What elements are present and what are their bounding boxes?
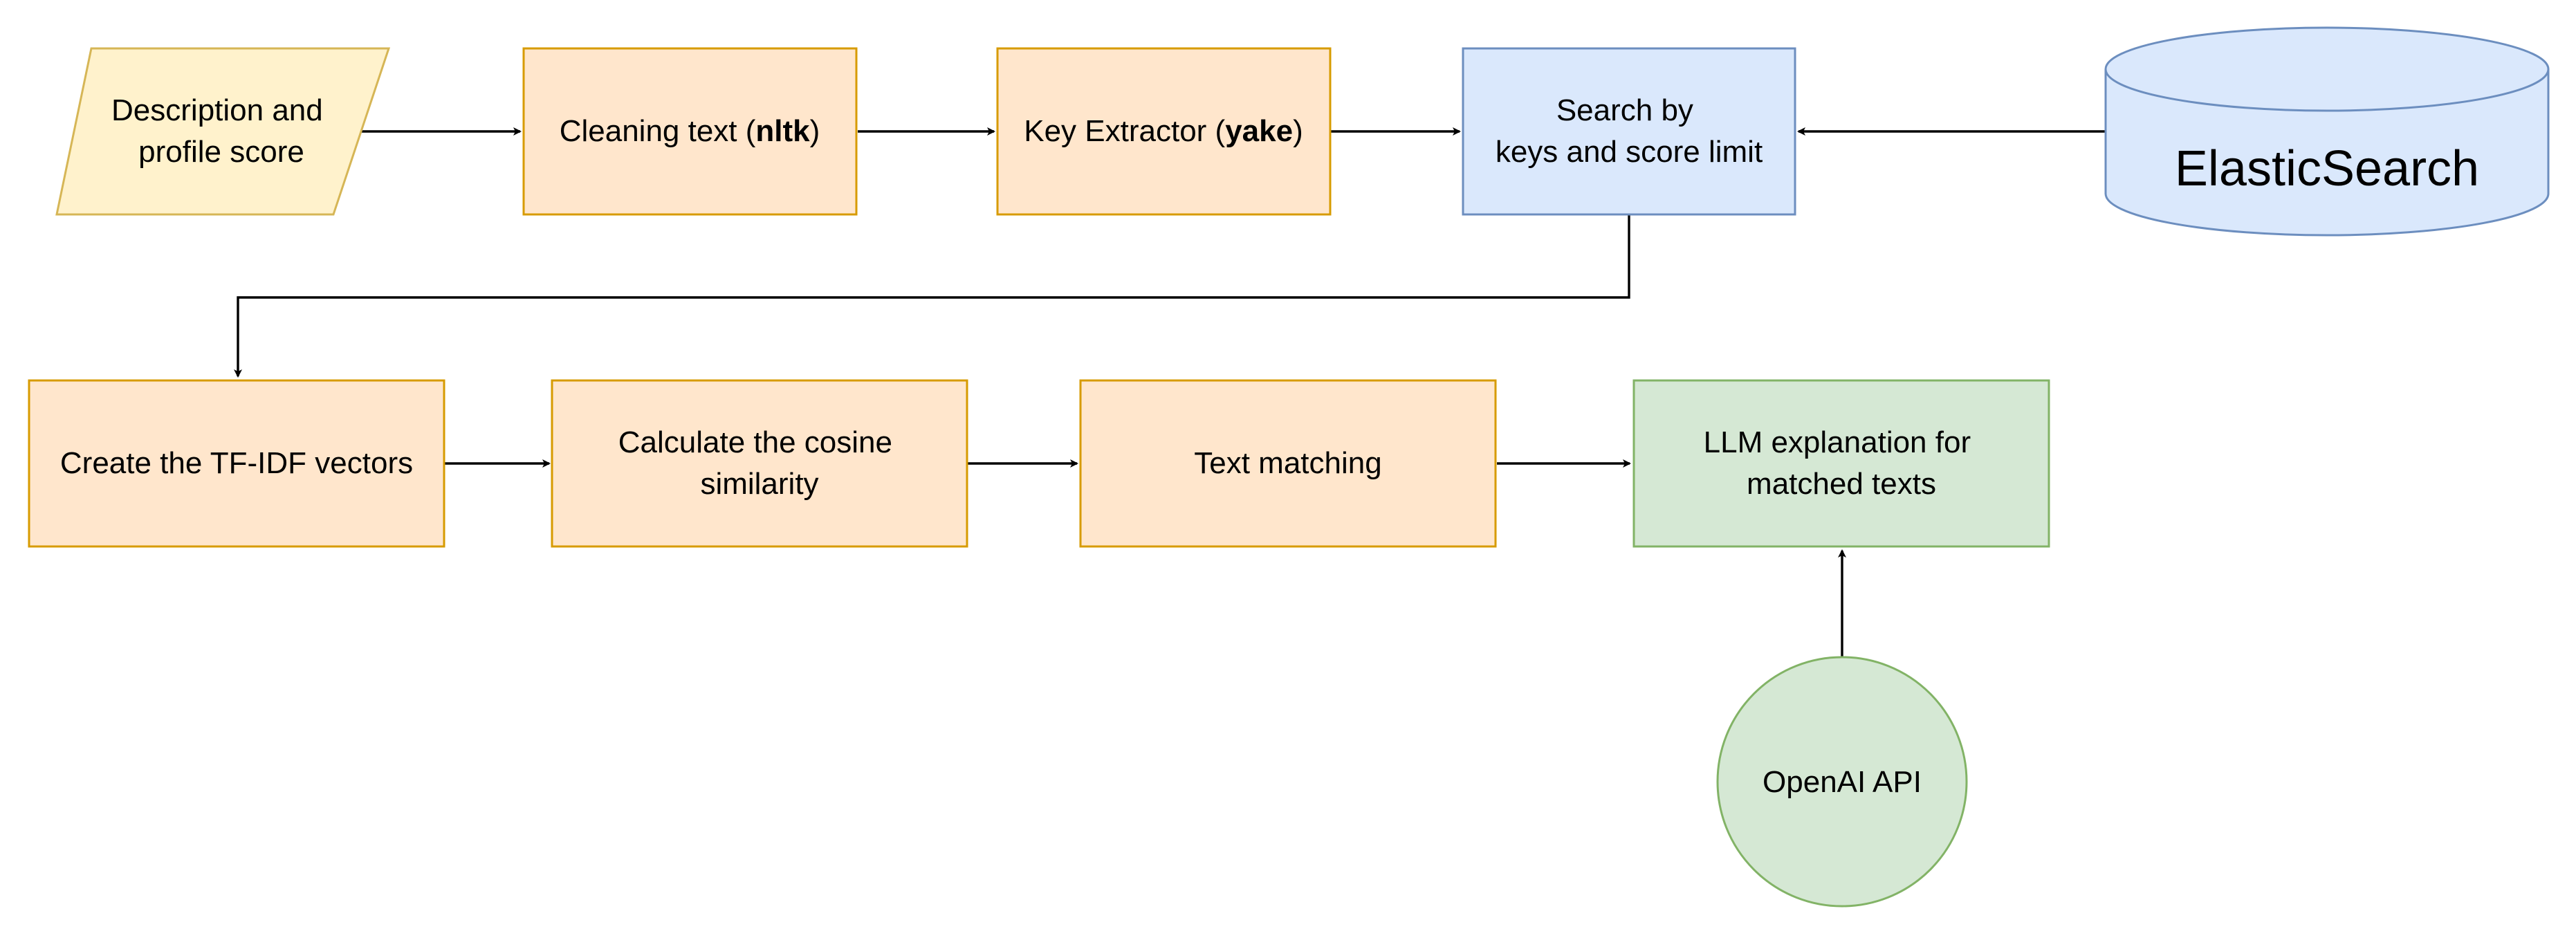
node-key-extractor: Key Extractor (yake) [996,47,1332,216]
process-box [1632,379,2050,548]
cosine-label-line-1: Calculate the cosine [618,425,892,459]
api-circle [1716,656,1968,908]
svg-text:Key Extractor (yake): Key Extractor (yake) [1024,114,1303,148]
openai-label: OpenAI API [1763,765,1922,799]
node-openai: OpenAI API [1716,656,1968,908]
svg-text:LLM explanation for matc: LLM explanation for matched texts [1704,425,1980,501]
cosine-label-line-2: similarity [700,467,818,501]
llm-label-line-2: matched texts [1747,467,1936,501]
svg-text:Description and profile: Description and profile score [111,93,331,169]
node-text-matching: Text matching [1079,379,1497,548]
node-elasticsearch: ElasticSearch [2104,26,2550,237]
process-box [1462,47,1796,216]
svg-text:Search by keys and score: Search by keys and score limit [1496,93,1763,169]
key-extractor-label-run-1: Key Extractor ( [1024,114,1225,148]
cleaning-label-run-1: Cleaning text ( [560,114,756,148]
node-cleaning: Cleaning text (nltk) [522,47,858,216]
input-label-line-1: Description and [111,93,323,127]
llm-label-line-1: LLM explanation for [1704,425,1971,459]
input-label-line-2: profile score [138,135,304,169]
svg-text:Calculate the cosine sim: Calculate the cosine similarity [618,425,901,501]
edge-search-to-tfidf [234,214,1630,378]
cleaning-label-bold: nltk [755,114,810,148]
svg-text:Cleaning text (nltk): Cleaning text (nltk) [560,114,820,148]
process-box [28,379,445,548]
database-cylinder-top [2104,26,2550,112]
text-matching-label: Text matching [1194,446,1381,480]
elasticsearch-label: ElasticSearch [2175,141,2479,196]
search-label-line-2: keys and score limit [1496,135,1763,169]
node-llm: LLM explanation for matched texts [1632,379,2050,548]
node-tfidf: Create the TF-IDF vectors [28,379,445,548]
cleaning-label-run-3: ) [810,114,820,148]
key-extractor-label-bold: yake [1225,114,1293,148]
key-extractor-label-run-3: ) [1293,114,1303,148]
process-box [522,47,858,216]
process-box [996,47,1332,216]
edges [234,127,2106,657]
node-input: Description and profile score [55,47,391,216]
database-cylinder-body [2104,69,2550,237]
parallelogram-shape [55,47,391,216]
node-cosine: Calculate the cosine similarity [551,379,968,548]
process-box [1079,379,1497,548]
node-search: Search by keys and score limit [1462,47,1796,216]
process-box [551,379,968,548]
search-label-line-1: Search by [1556,93,1693,127]
tfidf-label: Create the TF-IDF vectors [60,446,413,480]
